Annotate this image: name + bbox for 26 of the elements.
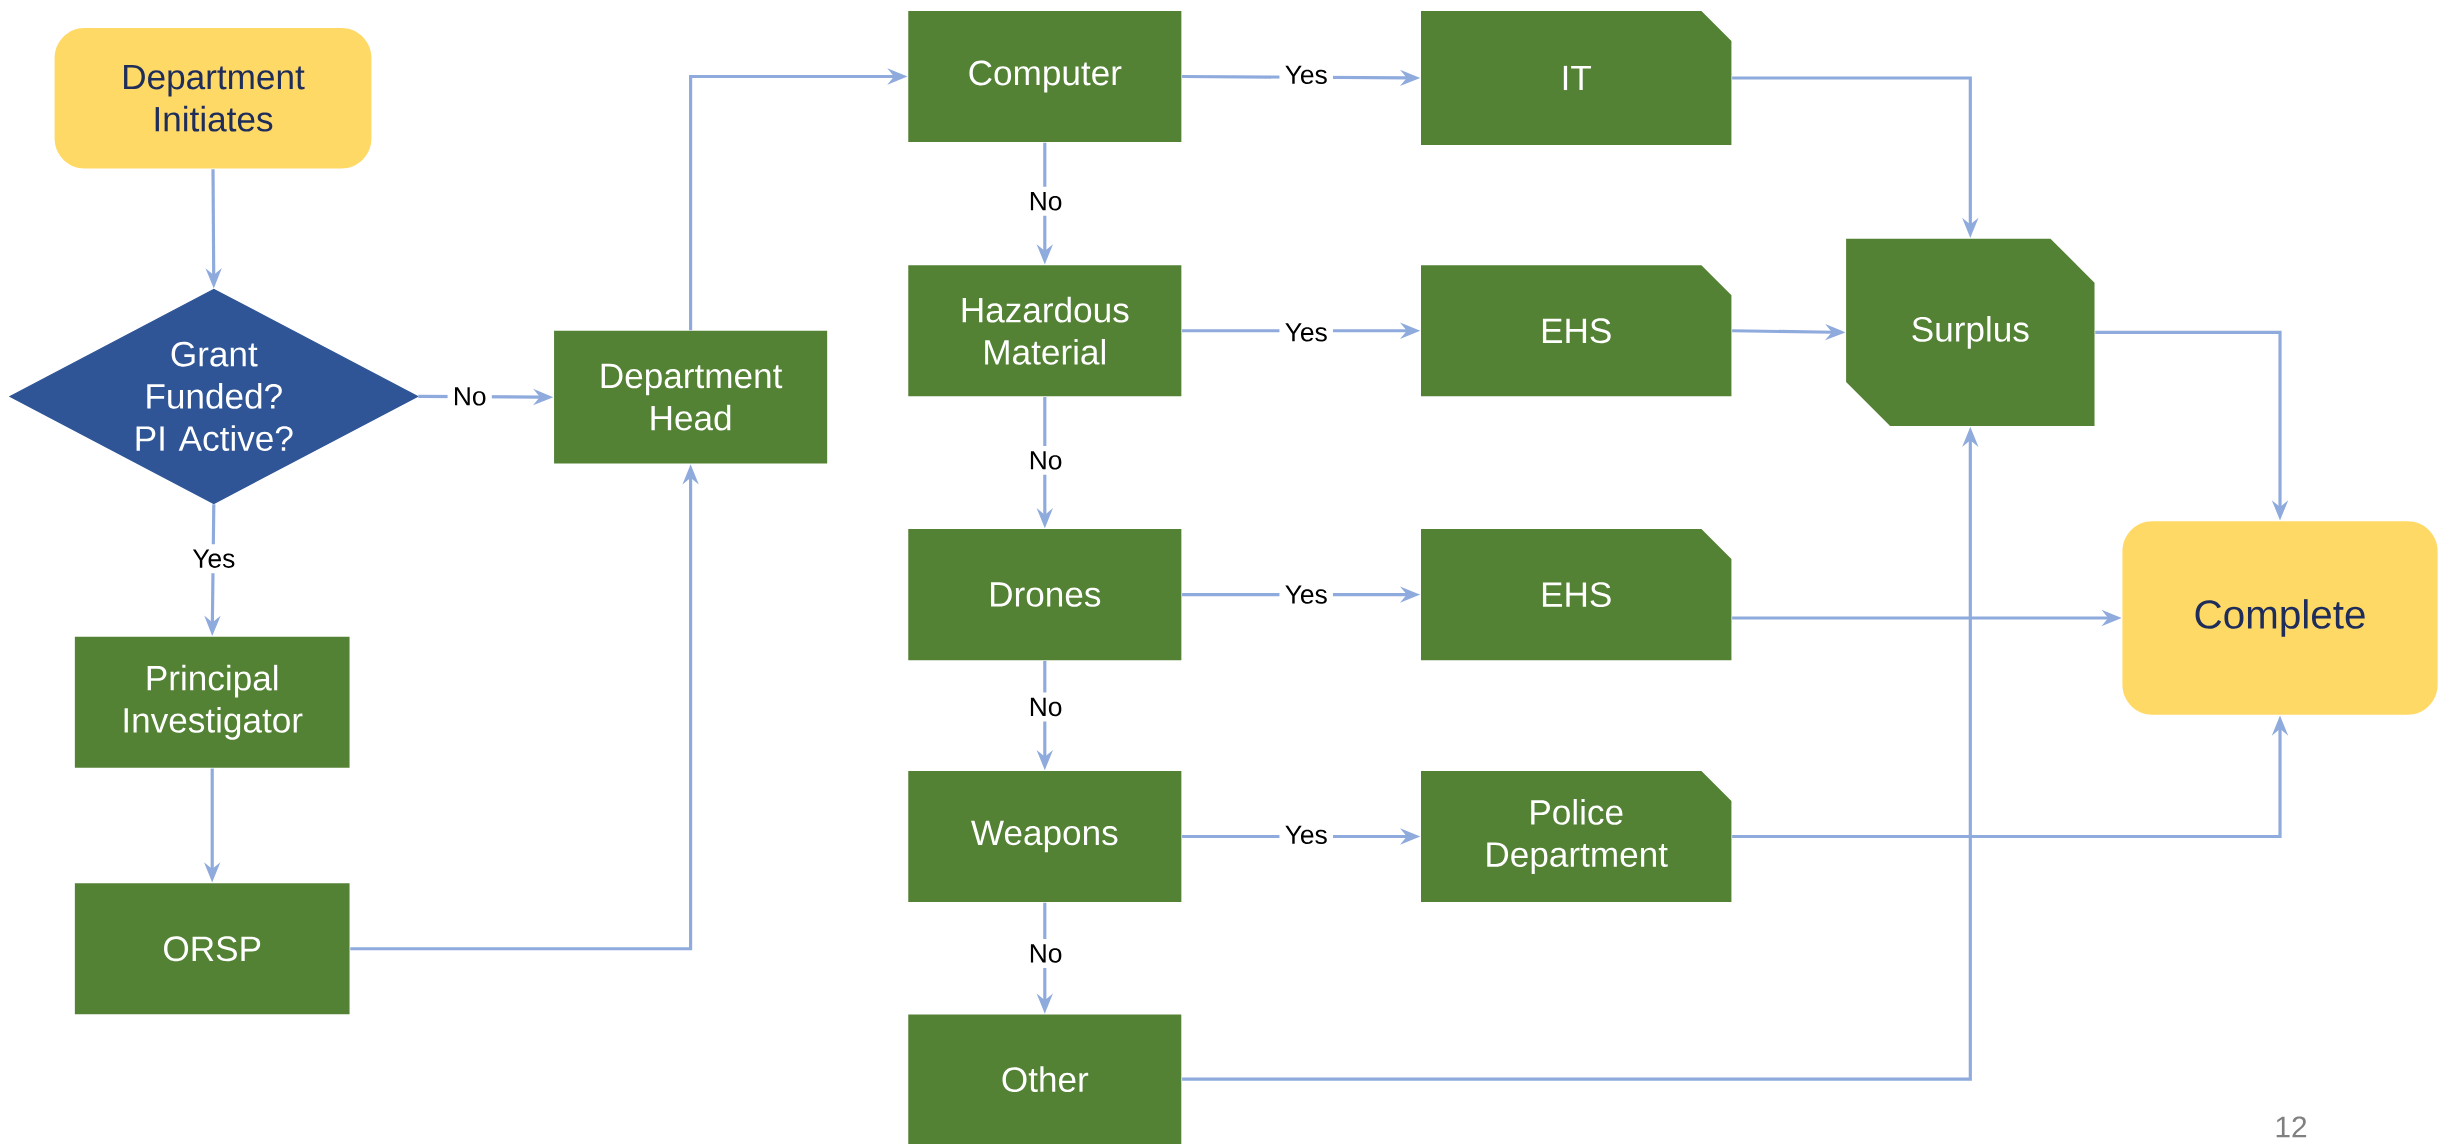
snipped-box: EHS [1421, 265, 1732, 397]
process-box: Other [908, 1014, 1182, 1144]
snipped-box: IT [1421, 10, 1732, 146]
edge-label: No [1023, 939, 1068, 968]
process-box: Computer [908, 11, 1182, 143]
snipped-box: Surplus [1846, 238, 2095, 427]
edge-label: Yes [187, 544, 241, 574]
edge-label: Yes [1279, 580, 1333, 610]
edge-label: No [447, 382, 492, 411]
start-box: Department Initiates [54, 28, 372, 169]
edge-label: No [1023, 446, 1068, 475]
process-box: Weapons [908, 771, 1182, 903]
process-box: Principal Investigator [74, 636, 350, 768]
edge-label: No [1023, 186, 1068, 216]
edge-label: Yes [1279, 317, 1333, 347]
snipped-box: Police Department [1421, 771, 1732, 903]
process-box: ORSP [74, 883, 350, 1015]
process-box: Department Head [554, 330, 828, 464]
page-number: 12 [2276, 1116, 2307, 1138]
end-box: Complete [2122, 521, 2438, 715]
edge-label: Yes [1279, 60, 1333, 90]
process-box: Hazardous Material [908, 265, 1182, 397]
snipped-box: EHS [1421, 529, 1732, 661]
edge-label: No [1023, 692, 1068, 722]
edge-label: Yes [1279, 820, 1333, 850]
process-box: Drones [908, 529, 1182, 661]
